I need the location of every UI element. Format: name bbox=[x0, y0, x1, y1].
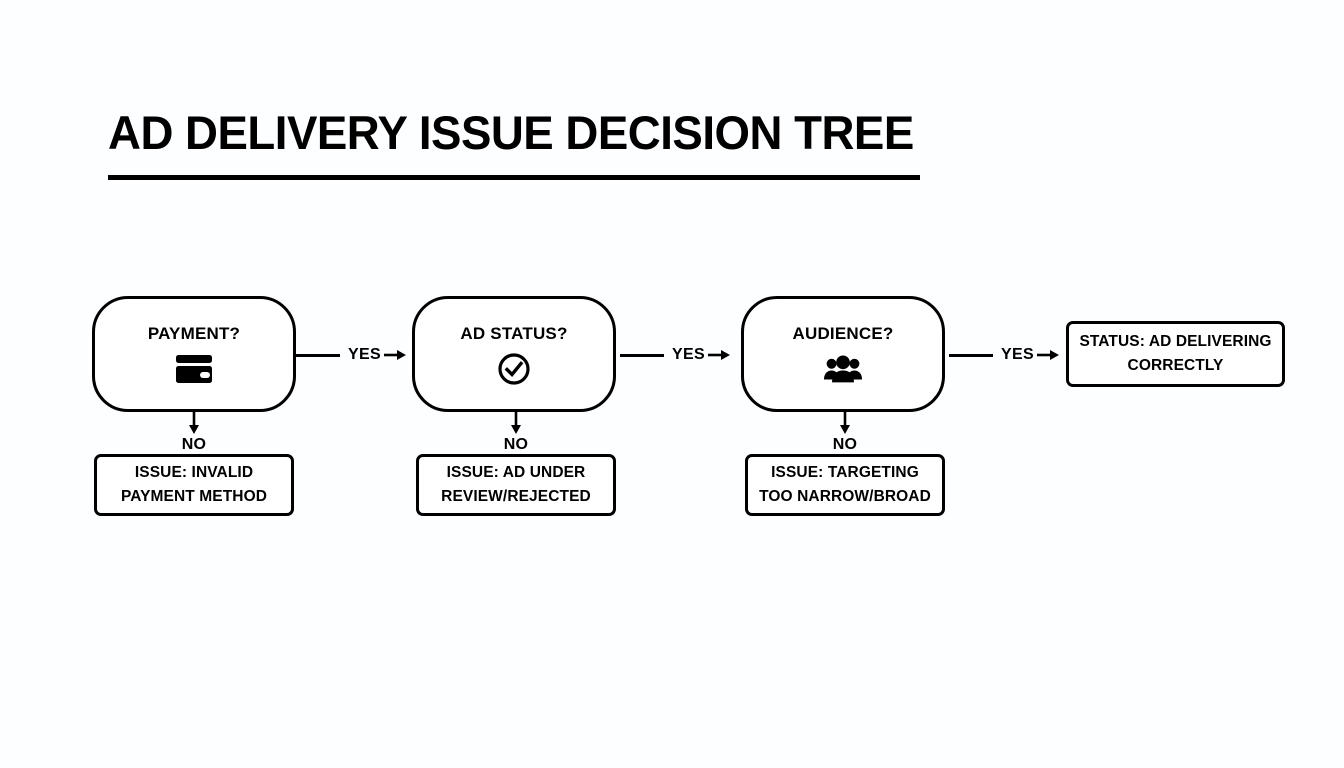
issue-box-text: ISSUE: TARGETING TOO NARROW/BROAD bbox=[753, 461, 937, 509]
issue-box-line-1: ISSUE: INVALID bbox=[134, 463, 254, 481]
arrow-down-icon bbox=[189, 410, 199, 434]
check-circle-icon bbox=[494, 352, 534, 385]
yes-connector-payment-to-ad-status: YES bbox=[296, 341, 406, 369]
yes-connector-line bbox=[949, 353, 993, 357]
yes-connector-line bbox=[620, 353, 664, 357]
decision-node-audience[interactable]: AUDIENCE? bbox=[741, 296, 945, 412]
decision-node-ad-status[interactable]: AD STATUS? bbox=[412, 296, 616, 412]
result-box-line-2: CORRECTLY bbox=[1127, 357, 1224, 374]
issue-box-line-2: PAYMENT METHOD bbox=[120, 488, 268, 505]
page-title: AD DELIVERY ISSUE DECISION TREE bbox=[108, 106, 914, 159]
issue-box-invalid-payment[interactable]: ISSUE: INVALID PAYMENT METHOD bbox=[94, 454, 294, 516]
issue-box-line-2: REVIEW/REJECTED bbox=[441, 488, 591, 505]
title-underline-rule bbox=[108, 175, 920, 181]
issue-box-line-2: TOO NARROW/BROAD bbox=[759, 488, 931, 505]
yes-connector-line bbox=[296, 353, 340, 357]
yes-connector-ad-status-to-audience: YES bbox=[620, 341, 730, 369]
yes-connector-audience-to-result: YES bbox=[949, 341, 1059, 369]
yes-label: YES bbox=[348, 346, 381, 363]
yes-label: YES bbox=[672, 346, 705, 363]
people-group-icon bbox=[823, 353, 863, 385]
yes-label: YES bbox=[1001, 346, 1034, 363]
credit-card-icon bbox=[174, 353, 214, 385]
result-box-status-delivering[interactable]: STATUS: AD DELIVERING CORRECTLY bbox=[1066, 321, 1285, 387]
issue-box-ad-under-review[interactable]: ISSUE: AD UNDER REVIEW/REJECTED bbox=[416, 454, 616, 516]
arrow-down-icon bbox=[511, 410, 521, 434]
result-box-line-1: STATUS: AD DELIVERING bbox=[1079, 332, 1272, 350]
decision-node-audience-label: AUDIENCE? bbox=[792, 323, 894, 343]
arrow-right-icon bbox=[1036, 350, 1059, 360]
arrow-down-icon bbox=[840, 410, 850, 434]
arrow-right-icon bbox=[383, 350, 406, 360]
decision-node-ad-status-label: AD STATUS? bbox=[460, 323, 568, 343]
no-connector-payment: NO bbox=[154, 410, 234, 453]
decision-node-payment-label: PAYMENT? bbox=[147, 323, 241, 343]
no-label: NO bbox=[503, 436, 529, 453]
decision-node-payment[interactable]: PAYMENT? bbox=[92, 296, 296, 412]
no-label: NO bbox=[832, 436, 858, 453]
no-connector-ad-status: NO bbox=[476, 410, 556, 453]
arrow-right-icon bbox=[707, 350, 730, 360]
issue-box-line-1: ISSUE: TARGETING bbox=[771, 463, 919, 481]
issue-box-targeting[interactable]: ISSUE: TARGETING TOO NARROW/BROAD bbox=[745, 454, 945, 516]
title-block: AD DELIVERY ISSUE DECISION TREE bbox=[108, 106, 928, 181]
result-box-text: STATUS: AD DELIVERING CORRECTLY bbox=[1073, 330, 1277, 378]
issue-box-text: ISSUE: INVALID PAYMENT METHOD bbox=[115, 461, 273, 509]
issue-box-text: ISSUE: AD UNDER REVIEW/REJECTED bbox=[435, 461, 597, 509]
no-label: NO bbox=[181, 436, 207, 453]
no-connector-audience: NO bbox=[805, 410, 885, 453]
issue-box-line-1: ISSUE: AD UNDER bbox=[446, 463, 586, 481]
